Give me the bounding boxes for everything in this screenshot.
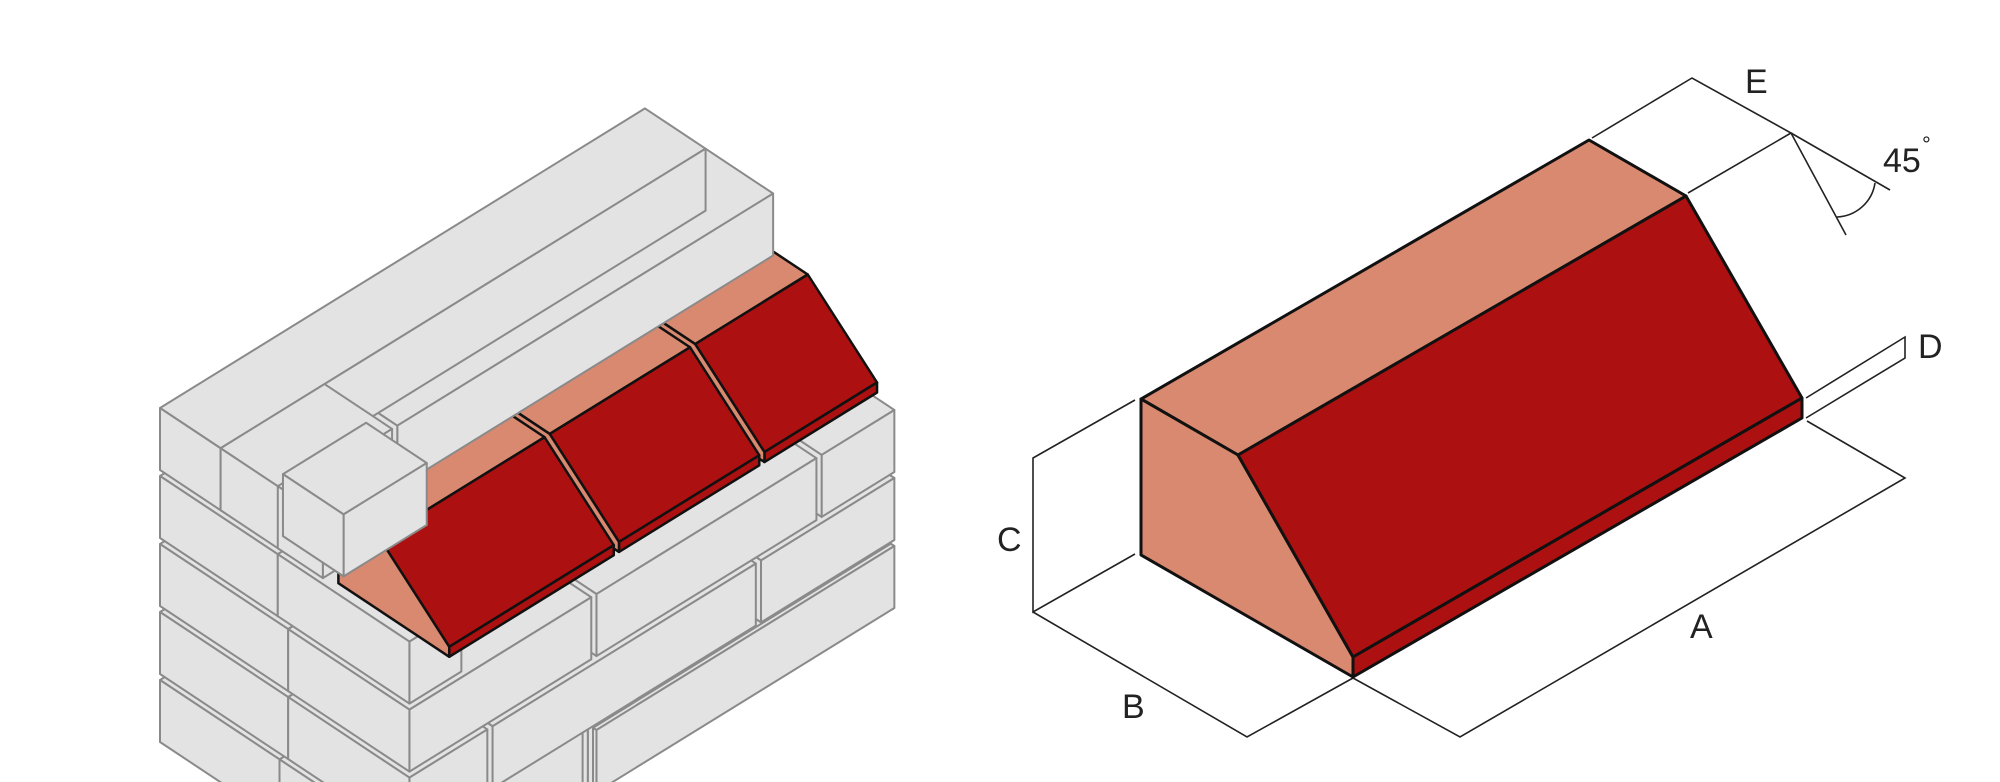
label-c: C — [997, 521, 1022, 559]
angle-line-horizontal — [1790, 132, 1891, 191]
wall-brick-end — [276, 553, 411, 705]
wall-brick-end — [287, 696, 411, 782]
angle-line-slope — [1790, 132, 1847, 236]
wall-brick-end — [281, 473, 345, 578]
label-a: A — [1690, 608, 1713, 646]
dimension-lines — [1032, 77, 1907, 738]
dimension-e-line — [1591, 77, 1793, 194]
angle-value: 45 — [1883, 142, 1921, 180]
label-d: D — [1918, 328, 1943, 366]
degree-symbol: ° — [1922, 132, 1931, 157]
cant-brick — [1139, 138, 1804, 679]
wall-brick-end — [287, 628, 411, 773]
label-e: E — [1745, 63, 1768, 101]
brick-plinth-face — [1351, 396, 1804, 679]
single-cant-brick-illustration: E 45 ° D C B A — [997, 63, 1943, 738]
label-angle: 45 — [1883, 142, 1921, 180]
wall-brick-end — [592, 726, 598, 782]
brick-wall-illustration — [159, 107, 896, 782]
label-b: B — [1122, 688, 1145, 726]
angle-arc — [1836, 182, 1876, 218]
wall-brick-end — [278, 758, 316, 782]
dimension-a-line — [1352, 420, 1907, 738]
dimension-c-line — [1032, 399, 1136, 614]
dimension-b-line — [1032, 611, 1354, 738]
wall-brick-side — [408, 728, 489, 782]
dimension-d-line — [1805, 335, 1906, 419]
